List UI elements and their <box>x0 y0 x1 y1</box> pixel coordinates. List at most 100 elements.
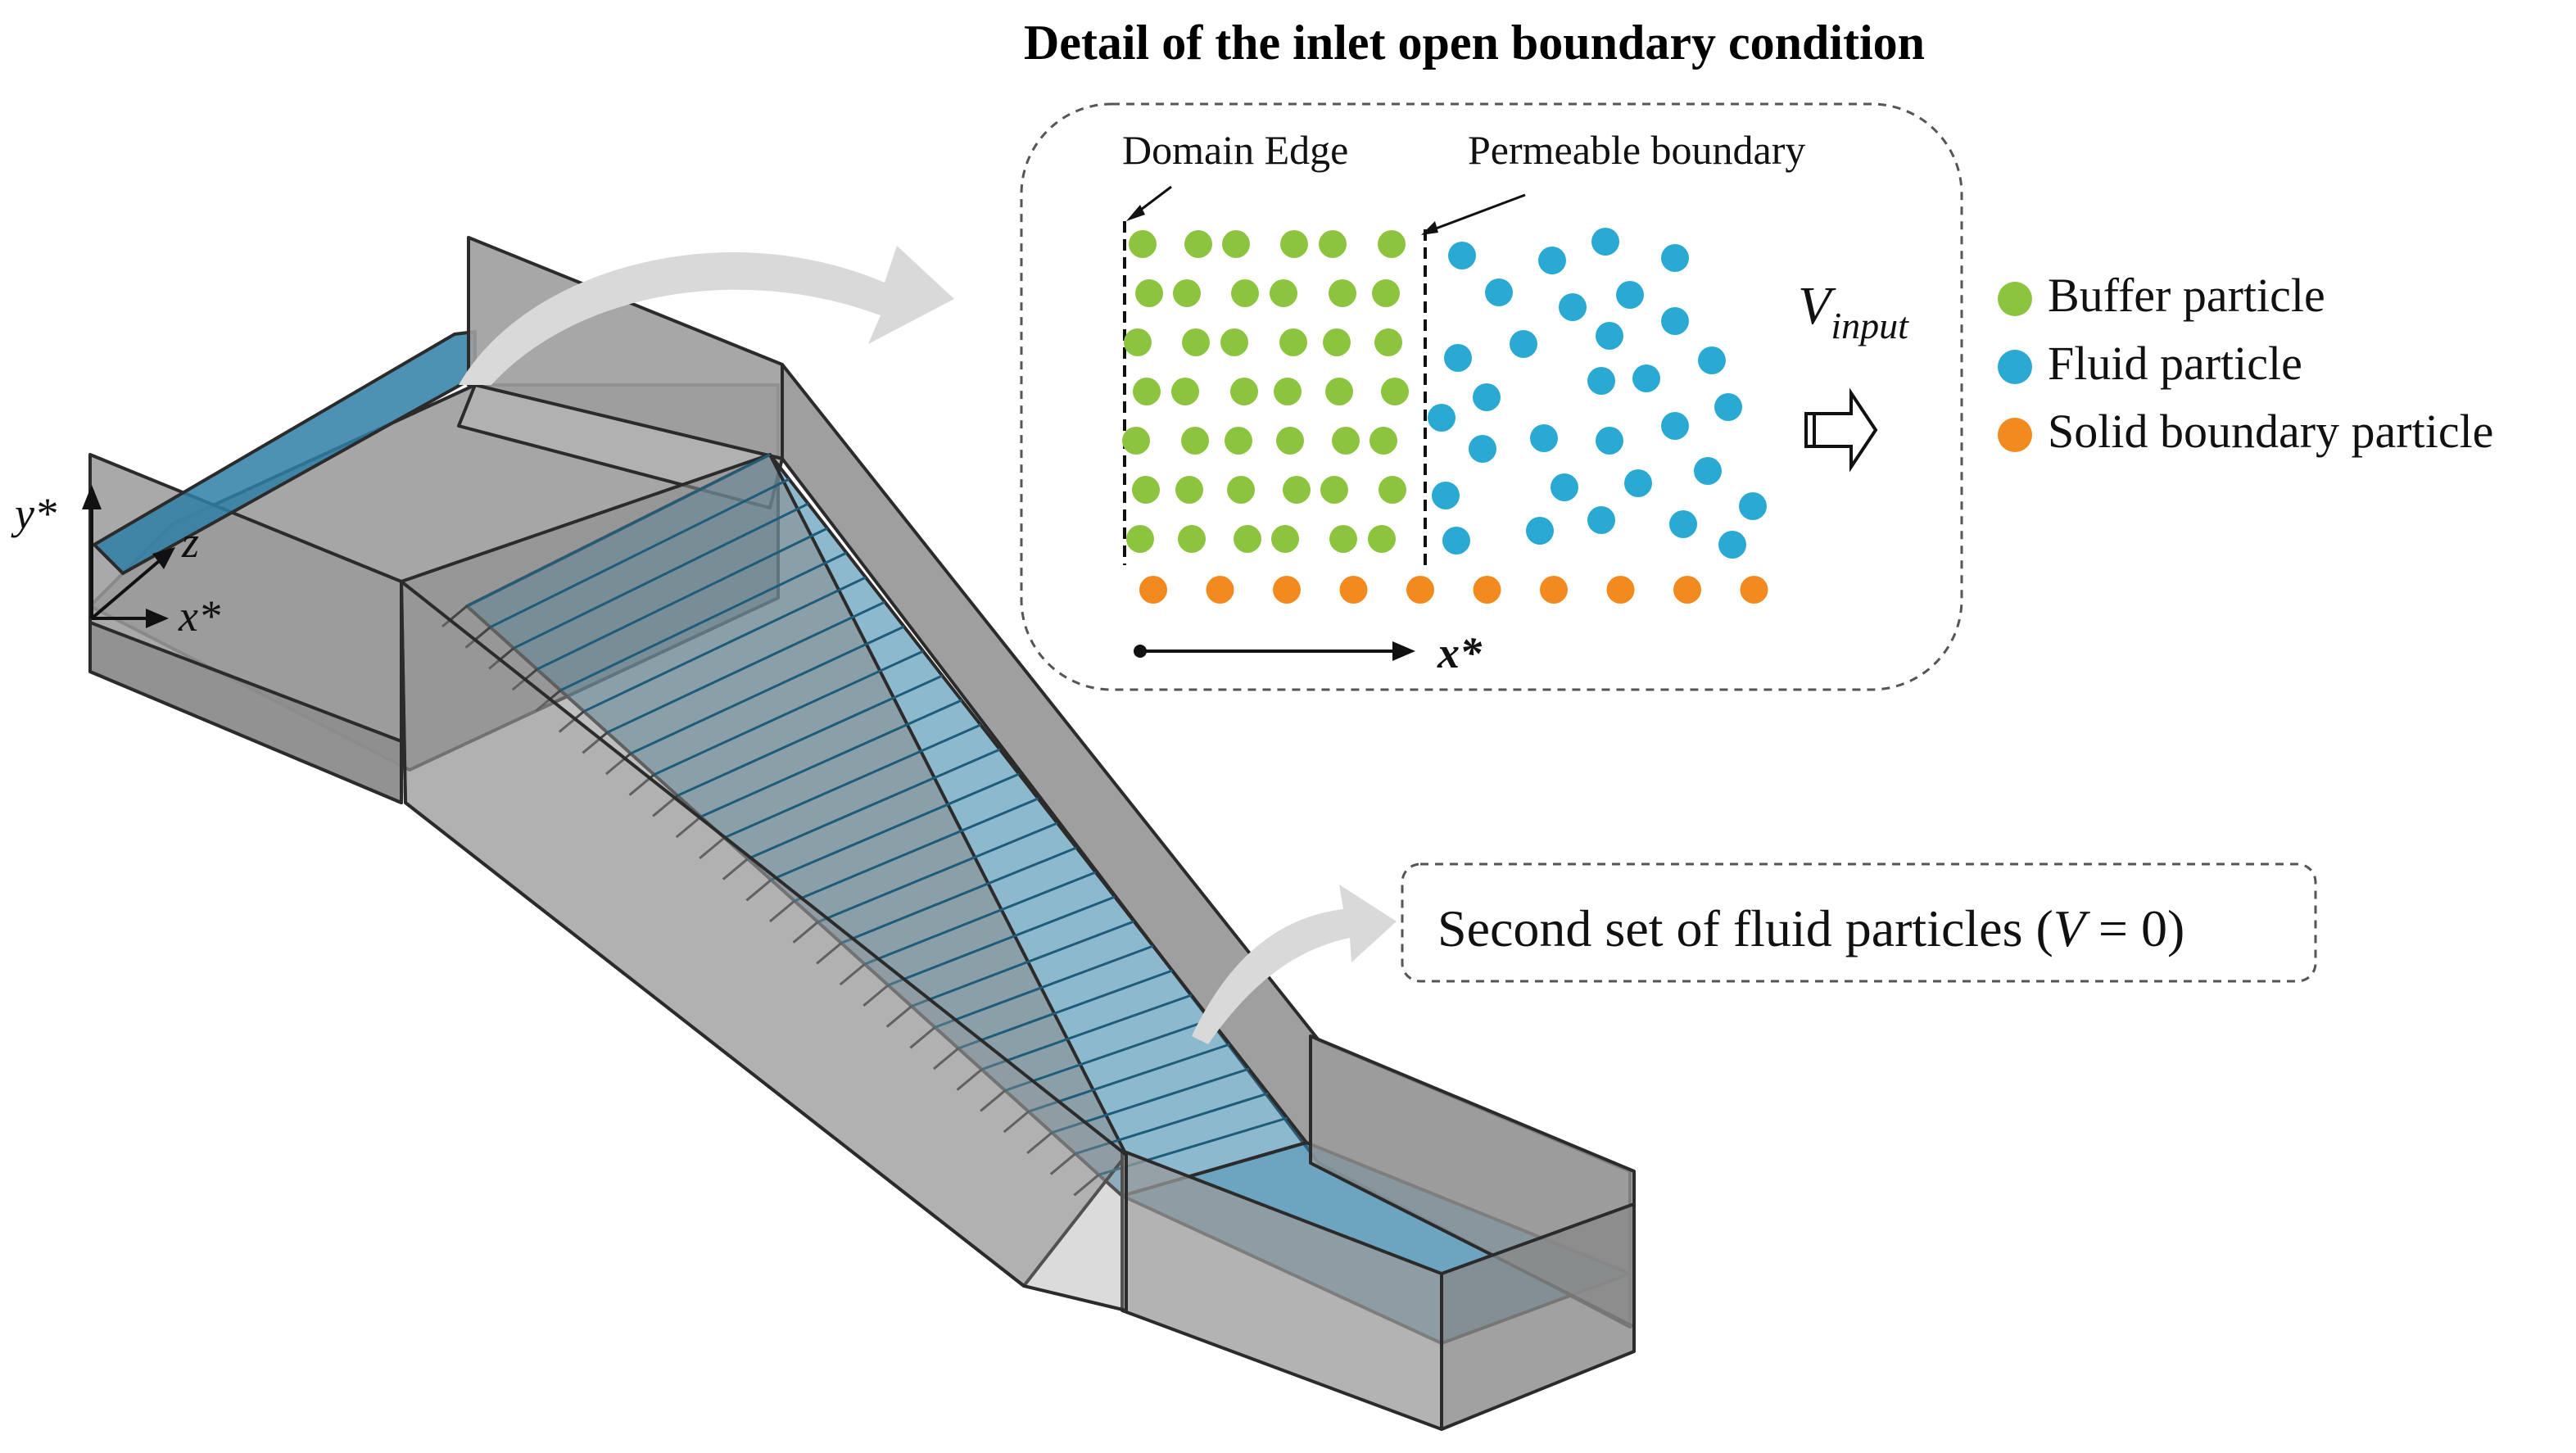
x-axis-arrowhead <box>146 609 169 628</box>
chute-step-riser <box>535 689 562 713</box>
fluid-particle <box>1714 393 1742 421</box>
chute-step-riser <box>933 1047 959 1071</box>
chute-step-riser <box>1049 1152 1076 1175</box>
fluid-particle <box>1596 427 1623 455</box>
chute-step-riser <box>558 710 585 733</box>
z-axis-arrowhead <box>152 547 175 569</box>
fluid-particle <box>1448 242 1476 269</box>
buffer-particle <box>1325 378 1353 405</box>
chute-step <box>606 600 885 734</box>
buffer-particle <box>1182 328 1210 356</box>
velocity-label: Vinput <box>1798 276 1909 346</box>
fluid-particle <box>1485 278 1513 306</box>
buffer-particle <box>1319 230 1347 258</box>
buffer-particle <box>1274 378 1302 405</box>
callout-frame <box>1401 862 2317 983</box>
chute-step-riser <box>862 984 890 1007</box>
chute-step <box>747 748 1001 860</box>
buffer-particle <box>1227 476 1255 504</box>
fluid-particle <box>1739 492 1767 520</box>
chute-step <box>794 797 1039 903</box>
lower-front-wall <box>400 580 1128 1312</box>
coordinate-axes <box>82 485 175 628</box>
solid-boundary-particle <box>1606 576 1635 604</box>
chute-step <box>466 453 771 608</box>
buffer-particle <box>1279 328 1307 356</box>
buffer-particle <box>1332 427 1360 455</box>
fluid-particle <box>1616 281 1644 309</box>
fluid-particle <box>1510 330 1537 358</box>
chute-step-riser <box>605 752 632 776</box>
fluid-particle <box>1718 531 1746 559</box>
fluid-particle <box>1428 404 1456 432</box>
x-axis-label: x* <box>178 591 220 640</box>
chute-step <box>1028 1043 1230 1113</box>
chute-step <box>840 846 1077 944</box>
inset-frame <box>1020 102 1963 691</box>
chute-step-riser <box>839 962 866 986</box>
fluid-particle <box>1669 510 1697 538</box>
buffer-particle <box>1369 427 1397 455</box>
velocity-subscript: input <box>1831 305 1909 346</box>
figure-title: Detail of the inlet open boundary condit… <box>1024 16 1925 70</box>
inset-x-axis-label: x* <box>1437 628 1483 677</box>
solid-boundary-particle <box>1273 576 1301 604</box>
fluid-particle <box>1444 344 1472 372</box>
fluid-particle <box>1587 367 1615 395</box>
spillway-model <box>88 236 1636 1431</box>
fluid-particle <box>1473 383 1501 411</box>
chute-steps <box>441 453 1288 1197</box>
buffer-particle <box>1122 427 1150 455</box>
buffer-particle <box>1230 378 1258 405</box>
chute-step-riser <box>441 604 468 628</box>
legend-swatch <box>1998 418 2032 452</box>
chute-step-riser <box>1003 1110 1030 1134</box>
domain-edge-label: Domain Edge <box>1122 127 1348 173</box>
chute-step <box>817 822 1058 924</box>
buffer-particle <box>1372 279 1400 307</box>
chute-step-riser <box>1073 1174 1100 1197</box>
buffer-particle <box>1323 328 1351 356</box>
fluid-particle <box>1432 482 1460 509</box>
chute-step-riser <box>885 1005 912 1028</box>
buffer-particle <box>1225 427 1252 455</box>
chute-step <box>911 920 1134 1007</box>
particle-field <box>1122 228 1768 604</box>
chute-step <box>536 527 828 671</box>
upstream-left-wall-base <box>88 621 403 804</box>
buffer-particle <box>1320 476 1348 504</box>
fluid-particle <box>1596 322 1623 350</box>
legend-label: Fluid particle <box>2048 337 2302 390</box>
chute-step <box>864 871 1097 966</box>
callout-pointer-arrow <box>1192 885 1397 1044</box>
fluid-particle <box>1661 307 1689 335</box>
solid-boundary-particle <box>1473 576 1501 604</box>
chute-step <box>1004 1018 1211 1092</box>
solid-boundary-particle <box>1406 576 1434 604</box>
callout-text: Second set of fluid particles (V = 0) <box>1437 899 2184 957</box>
buffer-particle <box>1181 427 1209 455</box>
buffer-particle <box>1378 230 1406 258</box>
buffer-particle <box>1124 328 1152 356</box>
fluid-particle <box>1661 412 1689 440</box>
buffer-particle <box>1381 378 1409 405</box>
chute-step <box>887 895 1116 987</box>
fluid-particle <box>1526 517 1554 545</box>
buffer-particle <box>1276 427 1304 455</box>
chute-step-riser <box>582 731 609 754</box>
fluid-particle <box>1559 293 1587 321</box>
chute-step <box>1075 1092 1269 1156</box>
chute-step <box>700 699 962 818</box>
z-axis-label: z <box>181 518 199 567</box>
buffer-particle <box>1280 230 1308 258</box>
fluid-particle <box>1442 527 1470 554</box>
solid-boundary-particle <box>1740 576 1768 604</box>
fluid-particle <box>1551 473 1578 501</box>
fluid-particle <box>1469 435 1496 463</box>
buffer-particle <box>1132 476 1160 504</box>
legend-swatch <box>1998 282 2032 316</box>
chute-step-riser <box>652 794 679 817</box>
buffer-particle <box>1283 476 1311 504</box>
